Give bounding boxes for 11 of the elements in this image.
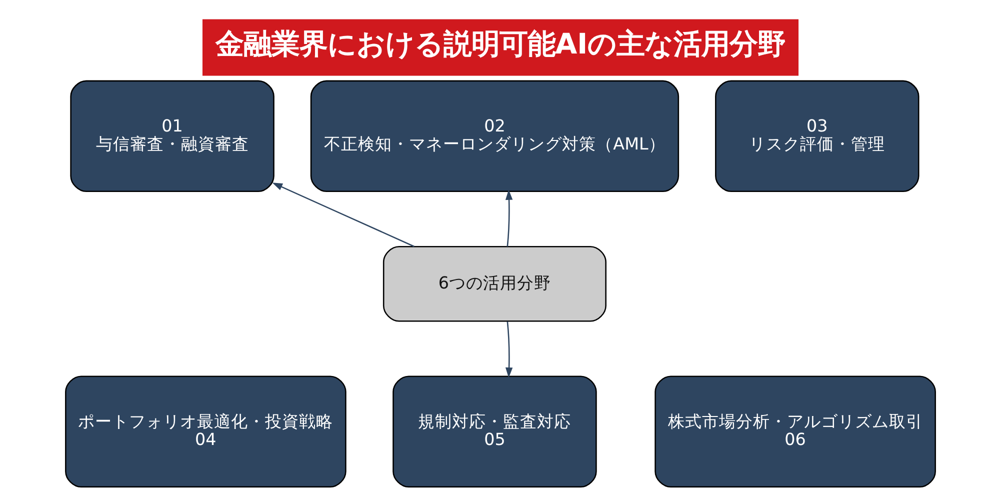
node-box: 6つの活用分野	[382, 246, 606, 322]
node-box: 01 与信審査・融資審査	[70, 80, 274, 192]
arrow	[504, 320, 512, 378]
node-box: ポートフォリオ最適化・投資戦略 04	[64, 375, 346, 487]
node-box: 03 リスク評価・管理	[714, 80, 919, 192]
node-box: 02 不正検知・マネーロンダリング対策（AML）	[310, 80, 679, 192]
arrow	[504, 189, 512, 246]
arrow	[272, 182, 414, 247]
diagram-title: 金融業界における説明可能AIの主な活用分野	[214, 26, 786, 60]
node-box: 株式市場分析・アルゴリズム取引 06	[654, 375, 936, 487]
node-box: 規制対応・監査対応 05	[392, 375, 596, 487]
